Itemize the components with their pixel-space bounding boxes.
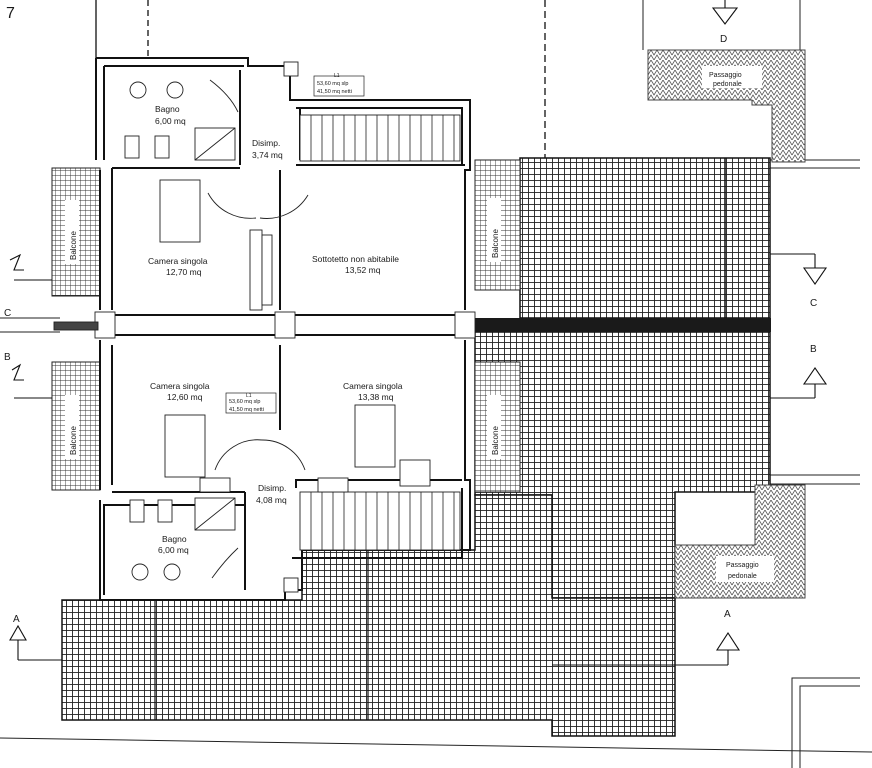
info-bottom-gross: 53,60 mq slp — [229, 399, 261, 405]
info-bottom-code: L1 — [246, 393, 252, 399]
roof-upper — [519, 157, 771, 319]
disimp-bottom-name: Disimp. — [258, 483, 286, 493]
sottotetto-area: 13,52 mq — [345, 265, 381, 275]
door-swings — [207, 79, 309, 579]
section-a-right-marker — [552, 631, 741, 666]
camera-mid-right-area: 13,38 mq — [358, 392, 394, 402]
bed-mid-right — [354, 404, 396, 468]
camera-mid-left-name: Camera singola — [150, 381, 210, 391]
room-labels: Bagno 6,00 mq Disimp. 3,74 mq Camera sin… — [148, 104, 403, 555]
camera-top-area: 12,70 mq — [166, 267, 202, 277]
balcony-right-bottom — [474, 361, 521, 493]
pedestrian-passages: Passaggio pedonale Passaggio pedonale — [647, 49, 806, 599]
section-a-right-label: A — [724, 609, 731, 620]
info-bottom-net: 41,50 mq netti — [229, 407, 264, 413]
section-b-marker — [770, 367, 828, 399]
passage-bottom-line1: Passaggio — [726, 562, 759, 569]
section-letters: D C B A A 7 C B — [4, 5, 817, 625]
section-markers — [9, 0, 828, 666]
info-top-net: 41,50 mq netti — [317, 89, 352, 95]
furniture — [53, 61, 476, 593]
bidet-top — [166, 81, 184, 99]
toilet-top — [129, 81, 147, 99]
section-c-label: C — [810, 298, 817, 309]
disimp-top-name: Disimp. — [252, 138, 280, 148]
bagno-bottom-area: 6,00 mq — [158, 545, 189, 555]
stair-bottom — [299, 491, 461, 551]
passage-top-line1: Passaggio — [709, 72, 742, 79]
info-top-code: L1 — [334, 73, 340, 79]
bed-top-left — [159, 179, 201, 243]
bagno-top-name: Bagno — [155, 104, 180, 114]
bed-mid-left — [164, 414, 206, 478]
roof-areas — [61, 157, 771, 737]
balcony-left-bottom-label: Balcone — [69, 426, 78, 455]
info-top-gross: 53,60 mq slp — [317, 81, 349, 87]
left-mark-b: B — [4, 352, 11, 363]
balcony-left-top-label: Balcone — [69, 231, 78, 260]
bidet-bottom — [163, 563, 181, 581]
camera-mid-left-area: 12,60 mq — [167, 392, 203, 402]
passage-top — [647, 49, 806, 163]
info-box-top: L1 53,60 mq slp 41,50 mq netti — [313, 73, 365, 97]
section-b-label: B — [810, 344, 817, 355]
camera-mid-right-name: Camera singola — [343, 381, 403, 391]
stair-top — [299, 114, 461, 162]
section-a-left-marker — [9, 624, 62, 661]
disimp-bottom-area: 4,08 mq — [256, 495, 287, 505]
disimp-top-area: 3,74 mq — [252, 150, 283, 160]
section-d-marker — [711, 0, 739, 25]
balcony-right-top-label: Balcone — [491, 229, 500, 258]
section-c-marker — [770, 253, 828, 285]
bagno-top-area: 6,00 mq — [155, 116, 186, 126]
toilet-bottom — [131, 563, 149, 581]
info-box-bottom: L1 53,60 mq slp 41,50 mq netti — [225, 392, 277, 414]
camera-top-name: Camera singola — [148, 256, 208, 266]
section-a-left-label: A — [13, 614, 20, 625]
passage-top-line2: pedonale — [713, 81, 742, 88]
stair-treads — [310, 115, 455, 550]
passage-bottom-line2: pedonale — [728, 573, 757, 580]
bagno-bottom-name: Bagno — [162, 534, 187, 544]
building-walls — [95, 57, 471, 601]
balcony-right-bottom-label: Balcone — [491, 426, 500, 455]
section-d-label: D — [720, 34, 727, 45]
stairs — [299, 114, 461, 551]
top-left-mark: 7 — [6, 5, 15, 22]
sottotetto-name: Sottotetto non abitabile — [312, 254, 399, 264]
left-mark-c: C — [4, 308, 11, 319]
